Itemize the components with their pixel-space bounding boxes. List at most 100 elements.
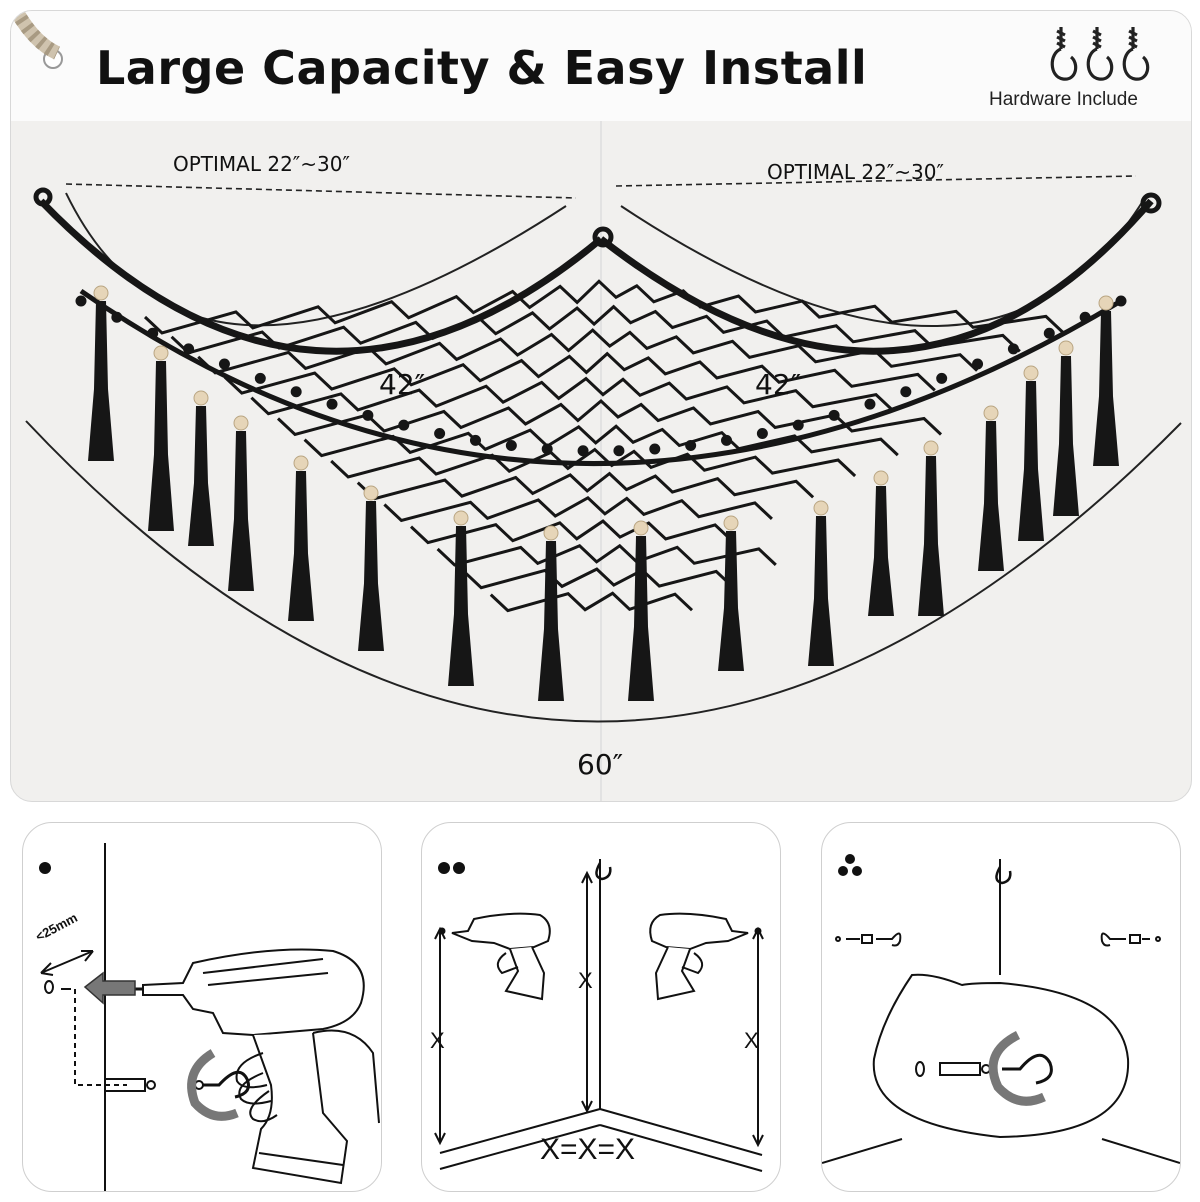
wood-bead [923, 440, 939, 456]
x-label-left: X [430, 1028, 445, 1053]
optimal-right-label: OPTIMAL 22″~30″ [767, 160, 944, 184]
tassel [228, 431, 254, 591]
wood-bead [193, 390, 209, 406]
net-knot [613, 445, 625, 457]
wood-bead [813, 500, 829, 516]
wood-bead [723, 515, 739, 531]
fix-hook-illustration [822, 859, 1180, 1164]
tassel [538, 541, 564, 701]
title-band [11, 11, 1191, 121]
net-knot [541, 443, 553, 455]
net-knot [972, 358, 984, 370]
tassel [88, 301, 114, 461]
dimension-arc-left [65, 192, 567, 327]
net-top-rope-left [38, 198, 604, 355]
step-2-marker [438, 859, 468, 878]
side-left-label: 42″ [379, 368, 425, 401]
hang-ring-center [592, 226, 614, 248]
net-knot [792, 419, 804, 431]
net-knot [900, 386, 912, 398]
net-mesh-row [409, 519, 734, 545]
wood-bead [983, 405, 999, 421]
install-step-3-card [821, 822, 1181, 1192]
drill-wall-illustration [40, 843, 380, 1191]
tassel [868, 486, 894, 616]
wood-bead [543, 525, 559, 541]
screw-hook-icon [1050, 27, 1150, 81]
net-knot [649, 443, 661, 455]
hardware-include-label: Hardware Include [989, 89, 1138, 110]
wood-bead [1023, 365, 1039, 381]
wood-bead [363, 485, 379, 501]
hang-ring-left [33, 187, 53, 207]
wood-bead [1098, 295, 1114, 311]
optimal-left-dashed-line [65, 183, 577, 199]
tassel [1093, 311, 1119, 466]
net-mesh-row [330, 447, 857, 479]
wood-bead [233, 415, 249, 431]
net-knot [505, 440, 517, 452]
tassel [918, 456, 944, 616]
x-label-center: X [578, 968, 593, 993]
hammock-net-illustration: OPTIMAL 22″~30″ OPTIMAL 22″~30″ 42″ 42″ … [25, 121, 1182, 801]
tassel [718, 531, 744, 671]
measure-corner-illustration [434, 859, 764, 1172]
optimal-left-label: OPTIMAL 22″~30″ [173, 152, 350, 176]
equal-distance-label: X=X=X [540, 1133, 636, 1166]
rope-tag-icon [11, 11, 63, 69]
tassel [148, 361, 174, 531]
net-mesh-row [143, 279, 1064, 335]
net-mesh-row [463, 567, 735, 590]
net-knot [362, 409, 374, 421]
tassel [628, 536, 654, 701]
page-title: Large Capacity & Easy Install [96, 41, 868, 95]
net-mesh-row [223, 351, 936, 395]
net-knot [326, 398, 338, 410]
net-knot [75, 295, 87, 307]
net-mesh-row [303, 424, 899, 458]
net-knot [254, 372, 266, 384]
net-knot [183, 343, 195, 355]
net-knot [1043, 327, 1055, 339]
net-knot [828, 409, 840, 421]
wood-bead [633, 520, 649, 536]
net-knot [577, 445, 589, 457]
net-top-rope-right [598, 198, 1154, 355]
tassel [808, 516, 834, 666]
side-right-label: 42″ [755, 368, 801, 401]
net-mesh [75, 279, 1127, 613]
tassel [358, 501, 384, 651]
net-knot [685, 440, 697, 452]
tassel [288, 471, 314, 621]
product-dimension-panel: OPTIMAL 22″~30″ OPTIMAL 22″~30″ 42″ 42″ … [10, 10, 1192, 802]
tassel [1018, 381, 1044, 541]
net-mesh-row [489, 591, 694, 613]
net-knot [218, 358, 230, 370]
net-knot [434, 428, 446, 440]
step-1-marker [39, 859, 54, 878]
net-mesh-row [383, 495, 773, 523]
net-knot [1007, 343, 1019, 355]
net-knot [469, 434, 481, 446]
net-knot [936, 372, 948, 384]
x-label-right: X [744, 1028, 759, 1053]
tassel [1053, 356, 1079, 516]
net-knot [864, 398, 876, 410]
bottom-width-label: 60″ [577, 748, 623, 781]
wood-bead [293, 455, 309, 471]
net-knot [398, 419, 410, 431]
dimension-arc-bottom [25, 420, 1182, 723]
net-mesh-row [170, 304, 1021, 355]
hang-ring-right [1140, 192, 1162, 214]
net-lower-rope [79, 288, 1123, 467]
install-step-2-card: X X X X=X=X [421, 822, 781, 1192]
net-knot [721, 434, 733, 446]
net-knot [756, 428, 768, 440]
wood-bead [1058, 340, 1074, 356]
wood-bead [153, 345, 169, 361]
net-mesh-row [356, 471, 815, 501]
net-knot [290, 386, 302, 398]
install-step-1-card: <25mm [22, 822, 382, 1192]
push-arrow-icon [83, 971, 136, 1005]
wood-bead [873, 470, 889, 486]
